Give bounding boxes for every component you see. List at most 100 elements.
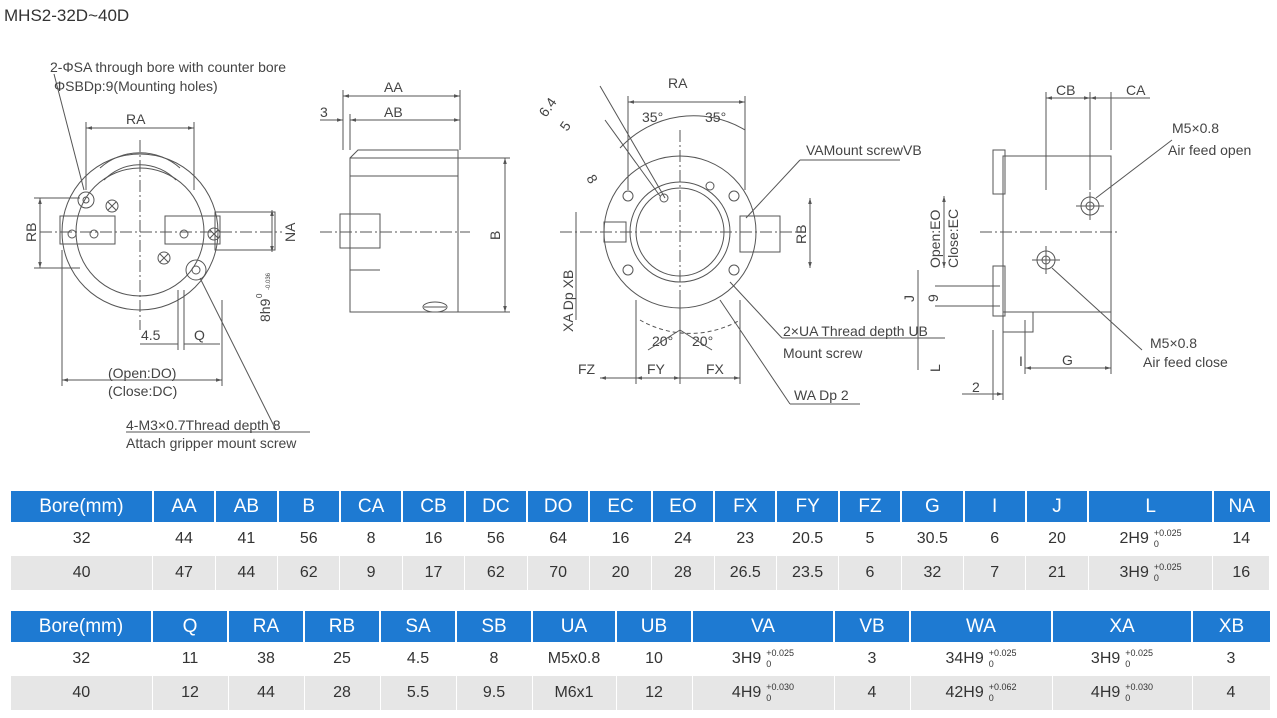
l-value: 3H9 [1119,564,1149,581]
thread-note-line1: 4-M3×0.7Thread depth 8 [126,417,281,433]
table2-header: XA [1052,611,1193,642]
tol-top: +0.025 [766,648,795,658]
ua-thread-note-line2: Mount screw [783,345,863,361]
table-cell: 20 [1025,522,1089,556]
dim-cb: CB [1056,82,1075,98]
table-cell: 40 [11,556,154,590]
thread-note-line2: Attach gripper mount screw [126,435,297,451]
dim-ra-rear: RA [668,75,688,91]
dim-6-4: 6.4 [535,94,559,119]
bore-note-line2: ΦSBDp:9(Mounting holes) [54,78,218,94]
va-value: 4H9 [731,684,762,701]
dim-8h9: 8h9 [257,298,273,322]
dim-g: G [1062,352,1073,368]
table2-header: RA [228,611,305,642]
table-cell: 8 [456,642,533,676]
table2-header: VA [692,611,835,642]
angle-35-right: 35° [705,109,726,125]
tol-top: +0.025 [988,648,1017,658]
table1-header: J [1025,491,1090,522]
table-cell: 23.5 [776,556,840,590]
dim-rb-rear: RB [793,225,809,244]
right-side-view [917,92,1173,400]
table-cell: 9 [339,556,403,590]
table-cell: 56 [277,522,341,556]
angle-20-left: 20° [652,333,673,349]
table-cell: 6 [963,522,1027,556]
va-mount-note: VAMount screwVB [806,142,922,158]
wa-value: 42H9 [945,684,984,701]
table-cell: 14 [1212,522,1270,556]
va-value: 3H9 [731,650,762,667]
table-cell: 20.5 [776,522,840,556]
xa-depth-label: XA Dp XB [560,270,576,332]
table1-header: FY [776,491,840,522]
technical-drawing: 2-ΦSA through bore with counter bore ΦSB… [23,59,1251,451]
table1-header: L [1088,491,1214,522]
table-cell: 4 [1192,676,1271,710]
front-view [34,73,310,433]
table-cell: 25 [304,642,381,676]
bore-note-line1: 2-ΦSA through bore with counter bore [50,59,286,75]
table2-header: UB [616,611,693,642]
table1-header: CB [402,491,466,522]
dim-aa: AA [384,79,403,95]
dim-q: Q [194,327,205,343]
wa-depth-note: WA Dp 2 [794,387,849,403]
l-value: 2H9 [1119,530,1149,547]
table-cell: 28 [304,676,381,710]
table1-header: DO [527,491,591,522]
tol-bottom: 0 [1125,693,1131,703]
table-cell: 7 [963,556,1027,590]
rear-view [560,85,945,405]
table2-header: Q [152,611,229,642]
table2-header: SA [380,611,457,642]
dim-8h9-tol-top: 0 [255,293,264,298]
tol-bottom: 0 [766,659,772,669]
dimension-table-1: Bore(mm) AA AB B CA CB DC DO EC EO FX FY… [11,491,1270,590]
dim-j: J [901,295,917,302]
table-cell: 32 [901,556,965,590]
table-cell: 17 [402,556,466,590]
table2-header: RB [304,611,381,642]
table1-header-row: Bore(mm) AA AB B CA CB DC DO EC EO FX FY… [11,491,1270,522]
table-cell: 5 [838,522,902,556]
table-cell: 62 [277,556,341,590]
table-cell: 11 [152,642,229,676]
m5-open-line2: Air feed open [1168,142,1251,158]
table1-header: DC [464,491,529,522]
m5-close-line2: Air feed close [1143,354,1228,370]
table-cell: 38 [228,642,305,676]
dim-3: 3 [320,104,328,120]
table2-header: VB [834,611,911,642]
table-cell: 8 [339,522,403,556]
table2-header: WA [910,611,1053,642]
table-cell: 12 [152,676,229,710]
table2-header: XB [1192,611,1270,642]
table-cell: 30.5 [901,522,965,556]
table-row: 32 44 41 56 8 16 56 64 16 24 23 20.5 5 3… [11,522,1270,556]
dim-ra-front: RA [126,111,146,127]
dim-rb-front: RB [23,223,39,242]
table-cell: 32 [11,642,153,676]
dim-fx: FX [706,361,725,377]
tol-top: +0.025 [1125,648,1154,658]
dim-close-dc: (Close:DC) [108,383,177,399]
page-title: MHS2-32D~40D [4,6,130,25]
table1-header: CA [339,491,404,522]
table-cell: 44 [228,676,305,710]
table-cell: 20 [589,556,653,590]
table2-header: UA [532,611,617,642]
angle-35-left: 35° [642,109,663,125]
